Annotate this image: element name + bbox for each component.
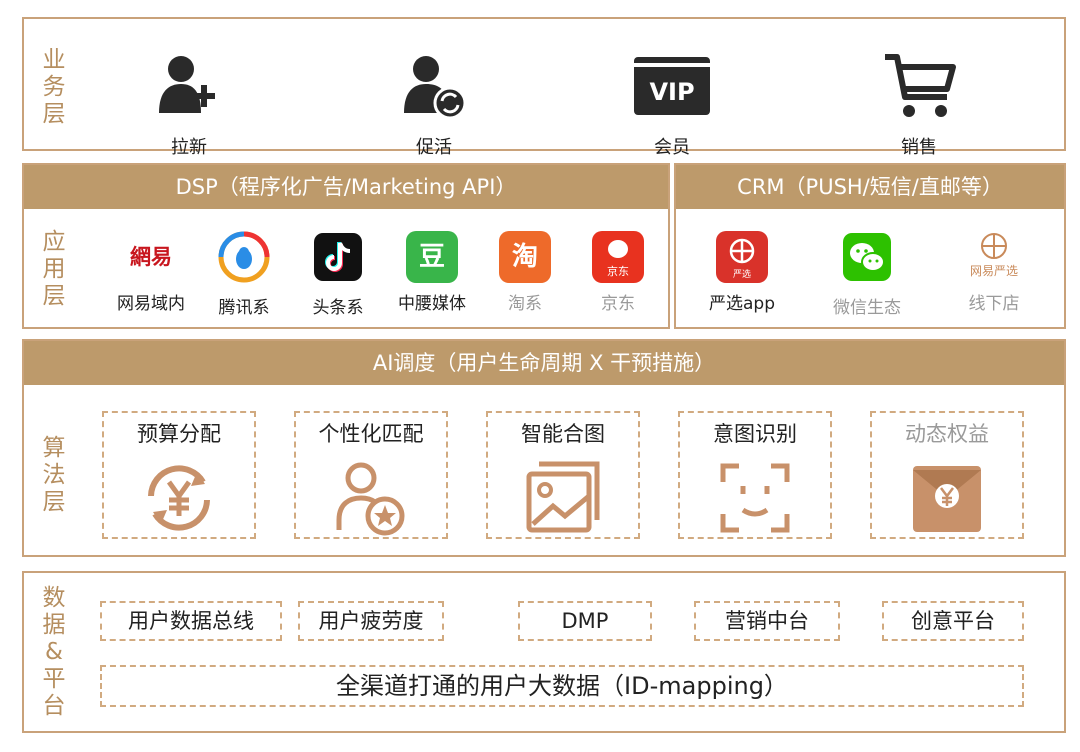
crm-title-bar: CRM（PUSH/短信/直邮等） xyxy=(676,165,1064,209)
app-label: 中腰媒体 xyxy=(398,294,466,314)
business-item-label: 拉新 xyxy=(171,137,207,158)
dsp-app-tencent: 腾讯系 xyxy=(202,231,286,318)
app-label: 严选app xyxy=(709,294,775,314)
crm-app-wechat: 微信生态 xyxy=(824,231,910,318)
wechat-icon xyxy=(843,233,891,281)
app-label: 京东 xyxy=(601,294,635,314)
business-layer-panel: 业 务 层 拉新 促活 VIP 会员 xyxy=(22,17,1066,158)
vip-card-icon: VIP xyxy=(634,57,710,115)
app-label: 头条系 xyxy=(312,298,364,318)
algo-title: 意图识别 xyxy=(713,422,797,446)
algo-title: 智能合图 xyxy=(521,422,605,446)
user-refresh-icon xyxy=(404,56,467,120)
doupai-icon: 豆 xyxy=(406,231,458,283)
taobao-icon: 淘 xyxy=(499,231,551,283)
user-star-icon xyxy=(336,462,405,536)
business-item-membership: VIP 会员 xyxy=(602,19,742,159)
data-platform-panel: 数 据 & 平 台 用户数据总线 用户疲劳度 DMP 营销中台 创意平台 全渠道… xyxy=(22,571,1066,733)
business-layer-label: 业 务 层 xyxy=(42,47,66,127)
crm-panel: CRM（PUSH/短信/直邮等） 严选 严选app 微信生态 xyxy=(674,163,1066,329)
jd-icon: 京东 xyxy=(592,231,644,283)
image-stack-icon xyxy=(526,461,600,533)
algo-title: 预算分配 xyxy=(137,422,221,446)
app-label: 微信生态 xyxy=(833,298,901,318)
douyin-icon xyxy=(314,233,362,281)
red-envelope-icon xyxy=(913,466,981,532)
crm-app-yanxuan: 严选 严选app xyxy=(700,231,784,314)
algorithm-layer-panel: AI调度（用户生命周期 X 干预措施） 算 法 层 预算分配 个性化匹配 智能合… xyxy=(22,339,1066,557)
business-item-label: 销售 xyxy=(901,137,937,158)
business-item-acquisition: 拉新 xyxy=(119,19,259,159)
data-module-marketing-middle-platform: 营销中台 xyxy=(694,601,840,641)
algorithm-layer-label: 算 法 层 xyxy=(42,435,66,515)
tencent-news-icon xyxy=(218,231,270,283)
data-module-user-data-bus: 用户数据总线 xyxy=(100,601,282,641)
data-module-dmp: DMP xyxy=(518,601,652,641)
data-platform-label: 数 据 & 平 台 xyxy=(42,585,66,719)
svg-text:VIP: VIP xyxy=(649,78,694,106)
business-item-label: 会员 xyxy=(654,137,690,158)
app-label: 线下店 xyxy=(968,294,1020,314)
shopping-cart-icon xyxy=(885,54,956,117)
business-item-activation: 促活 xyxy=(364,19,504,159)
dsp-panel: DSP（程序化广告/Marketing API） 应 用 层 網易 网易域内 腾… xyxy=(22,163,670,329)
application-layer-label: 应 用 层 xyxy=(42,229,66,309)
data-foundation-id-mapping: 全渠道打通的用户大数据（ID-mapping） xyxy=(100,665,1024,707)
data-module-creative-platform: 创意平台 xyxy=(882,601,1024,641)
algo-dynamic-benefits: 动态权益 xyxy=(870,411,1024,539)
netease-logo-icon: 網易 xyxy=(130,245,172,269)
algo-title: 个性化匹配 xyxy=(318,422,424,446)
yanxuan-app-icon: 严选 xyxy=(716,231,768,283)
algo-intent-recognition: 意图识别 xyxy=(678,411,832,539)
yuan-cycle-icon xyxy=(148,465,210,531)
dsp-app-netease: 網易 网易域内 xyxy=(109,231,193,314)
app-label: 腾讯系 xyxy=(218,298,270,318)
dsp-app-jd: 京东 京东 xyxy=(576,231,660,314)
data-module-user-fatigue: 用户疲劳度 xyxy=(298,601,444,641)
yanxuan-store-icon: 网易严选 xyxy=(968,231,1020,283)
algo-budget-allocation: 预算分配 xyxy=(102,411,256,539)
face-scan-icon xyxy=(720,463,790,533)
user-add-icon xyxy=(159,56,215,113)
dsp-app-mid-tier: 豆 中腰媒体 xyxy=(390,231,474,314)
crm-app-offline-store: 网易严选 线下店 xyxy=(952,231,1036,314)
algo-personalized-matching: 个性化匹配 xyxy=(294,411,448,539)
business-item-sales: 销售 xyxy=(849,19,989,159)
dsp-title-bar: DSP（程序化广告/Marketing API） xyxy=(24,165,668,209)
dsp-app-bytedance: 头条系 xyxy=(296,231,380,318)
dsp-app-taobao: 淘 淘系 xyxy=(483,231,567,314)
algo-smart-image-composition: 智能合图 xyxy=(486,411,640,539)
business-item-label: 促活 xyxy=(416,137,452,158)
app-label: 淘系 xyxy=(508,294,542,314)
app-label: 网易域内 xyxy=(117,294,185,314)
algo-title: 动态权益 xyxy=(905,422,989,446)
ai-scheduling-bar: AI调度（用户生命周期 X 干预措施） xyxy=(24,341,1064,385)
